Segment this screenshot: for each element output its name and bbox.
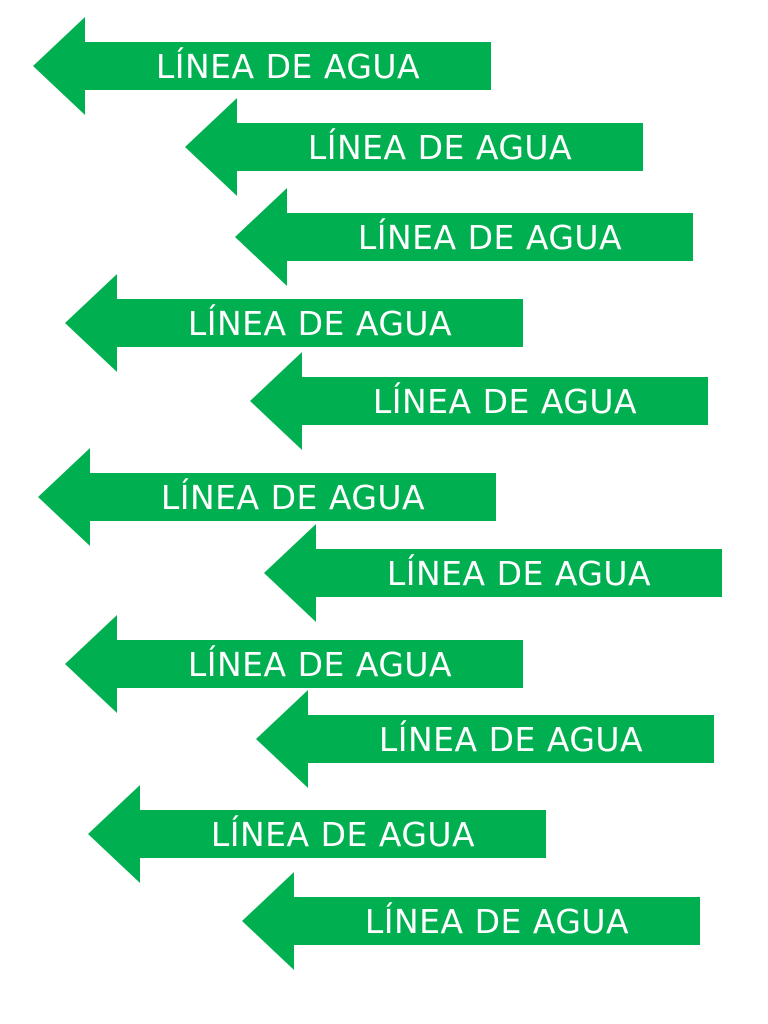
arrow-label: LÍNEA DE AGUA	[364, 901, 630, 941]
arrow-sign: LÍNEA DE AGUA	[185, 98, 643, 196]
arrow-sign: LÍNEA DE AGUA	[65, 615, 523, 713]
arrow-label: LÍNEA DE AGUA	[187, 644, 453, 684]
arrow-left-icon	[250, 352, 708, 450]
arrow-left-icon	[185, 98, 643, 196]
arrow-sign: LÍNEA DE AGUA	[256, 690, 714, 788]
arrow-sign: LÍNEA DE AGUA	[242, 872, 700, 970]
arrow-sign: LÍNEA DE AGUA	[235, 188, 693, 286]
arrow-left-icon	[65, 274, 523, 372]
arrow-sign: LÍNEA DE AGUA	[65, 274, 523, 372]
arrow-label: LÍNEA DE AGUA	[386, 553, 652, 593]
arrow-label: LÍNEA DE AGUA	[210, 814, 476, 854]
arrow-label: LÍNEA DE AGUA	[160, 477, 426, 517]
arrow-label: LÍNEA DE AGUA	[307, 127, 573, 167]
arrow-left-icon	[242, 872, 700, 970]
arrow-left-icon	[33, 17, 491, 115]
arrow-left-icon	[235, 188, 693, 286]
arrow-label: LÍNEA DE AGUA	[155, 46, 421, 86]
arrow-label: LÍNEA DE AGUA	[357, 217, 623, 257]
arrow-sign: LÍNEA DE AGUA	[88, 785, 546, 883]
arrow-left-icon	[38, 448, 496, 546]
arrow-sign: LÍNEA DE AGUA	[264, 524, 722, 622]
arrow-left-icon	[256, 690, 714, 788]
arrow-left-icon	[65, 615, 523, 713]
arrow-left-icon	[88, 785, 546, 883]
arrow-sign: LÍNEA DE AGUA	[38, 448, 496, 546]
arrow-left-icon	[264, 524, 722, 622]
arrow-label: LÍNEA DE AGUA	[378, 719, 644, 759]
arrow-sign: LÍNEA DE AGUA	[33, 17, 491, 115]
arrow-label: LÍNEA DE AGUA	[372, 381, 638, 421]
arrow-sign: LÍNEA DE AGUA	[250, 352, 708, 450]
arrow-label: LÍNEA DE AGUA	[187, 303, 453, 343]
